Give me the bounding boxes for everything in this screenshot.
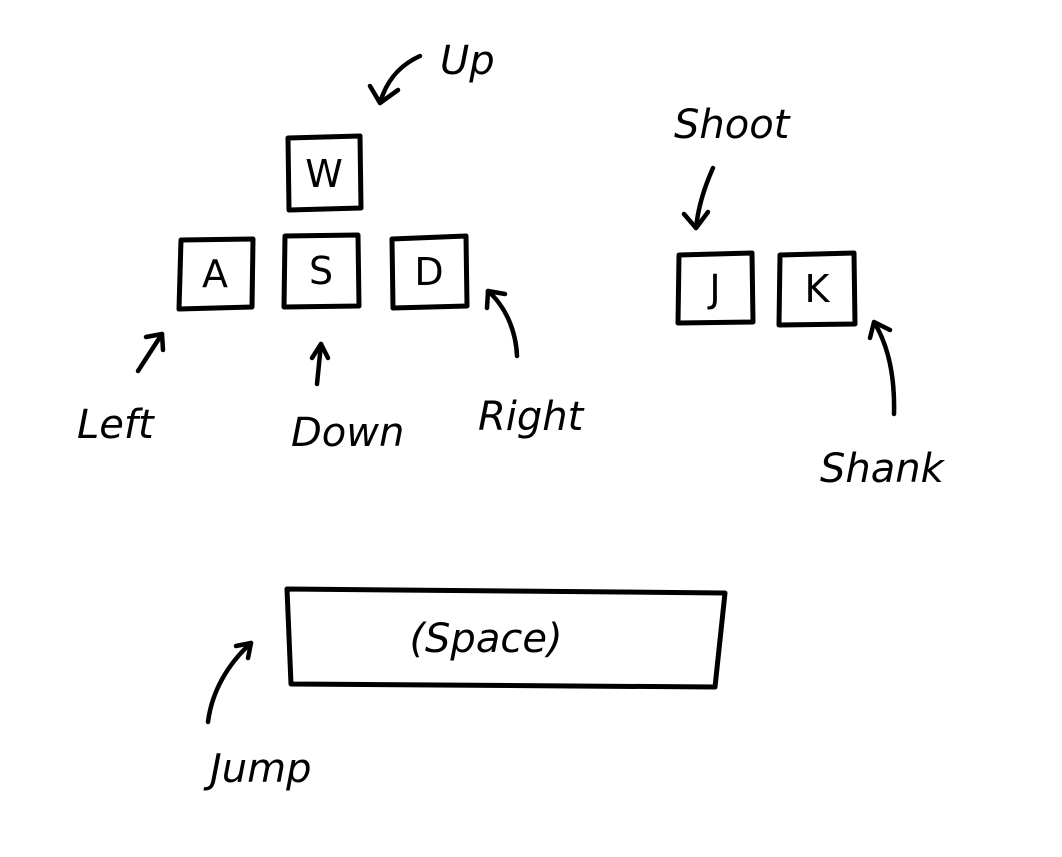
label-left: Left [77,402,155,448]
key-space-label: (Space) [409,616,562,662]
label-up: Up [440,38,495,84]
key-a-letter: A [202,252,228,296]
key-d-letter: D [414,250,443,294]
key-a-box [176,236,256,312]
arrow-shank [867,319,897,417]
label-right: Right [478,394,585,440]
arrow-jump [205,640,254,725]
key-s-letter: S [309,249,333,293]
key-w: W [285,133,364,213]
label-shank: Shank [820,446,946,492]
key-j-box [675,250,756,326]
key-d-box [389,233,470,311]
label-down: Down [291,410,404,456]
key-d: D [389,233,470,311]
key-w-letter: W [305,152,343,196]
key-s-box [281,232,362,310]
key-j: J [675,250,756,326]
label-jump: Jump [203,746,312,792]
key-k-letter: K [805,267,831,311]
key-a: A [176,236,256,312]
arrow-down [309,341,331,387]
key-k-box [776,250,858,328]
arrow-left [135,331,166,374]
key-k: K [776,250,858,328]
arrow-right [484,288,520,359]
key-space-box [284,586,728,690]
arrow-up [367,53,423,106]
key-w-box [285,133,364,213]
key-space: (Space) [284,586,728,690]
key-s: S [281,232,362,310]
key-j-letter: J [707,267,720,311]
arrow-shoot [681,165,716,231]
label-shoot: Shoot [674,102,791,148]
